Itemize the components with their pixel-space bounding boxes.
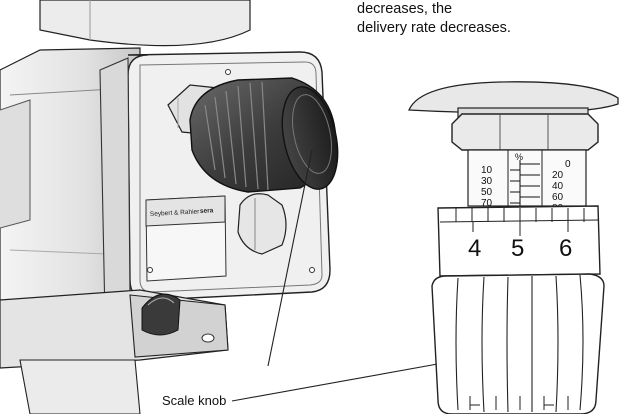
caption-text: decreases, the delivery rate decreases. (357, 0, 637, 38)
stroke-length-knob[interactable] (167, 77, 346, 194)
scale-left-label: 70 (481, 198, 493, 209)
scale-knob-grip[interactable] (431, 273, 605, 415)
nameplate-model: sera (200, 207, 214, 215)
scale-right-label: 0 (565, 159, 571, 170)
caption-line-1: decreases, the (357, 1, 453, 17)
callout-leaders (231, 149, 461, 402)
scale-detail (408, 81, 619, 207)
pump-housing: Seybert & Rahier sera (0, 0, 331, 415)
scale-right-label: 60 (552, 192, 564, 203)
ring-number-5: 5 (511, 235, 524, 262)
ring-number-4: 4 (468, 235, 481, 262)
caption-line-2: delivery rate decreases. (357, 20, 511, 36)
scale-left-label: 30 (481, 176, 493, 187)
scale-right-label: 40 (552, 181, 564, 192)
scale-ring[interactable]: 4 5 6 (437, 205, 601, 277)
scale-left-label: 50 (481, 187, 493, 198)
scale-knob-label: Scale knob (162, 393, 227, 408)
scale-left-label: 10 (481, 165, 493, 176)
percent-symbol: % (515, 152, 523, 162)
nameplate-brand: Seybert & Rahier (150, 208, 201, 218)
ring-number-6: 6 (559, 235, 572, 262)
scale-right-label: 20 (552, 170, 564, 181)
